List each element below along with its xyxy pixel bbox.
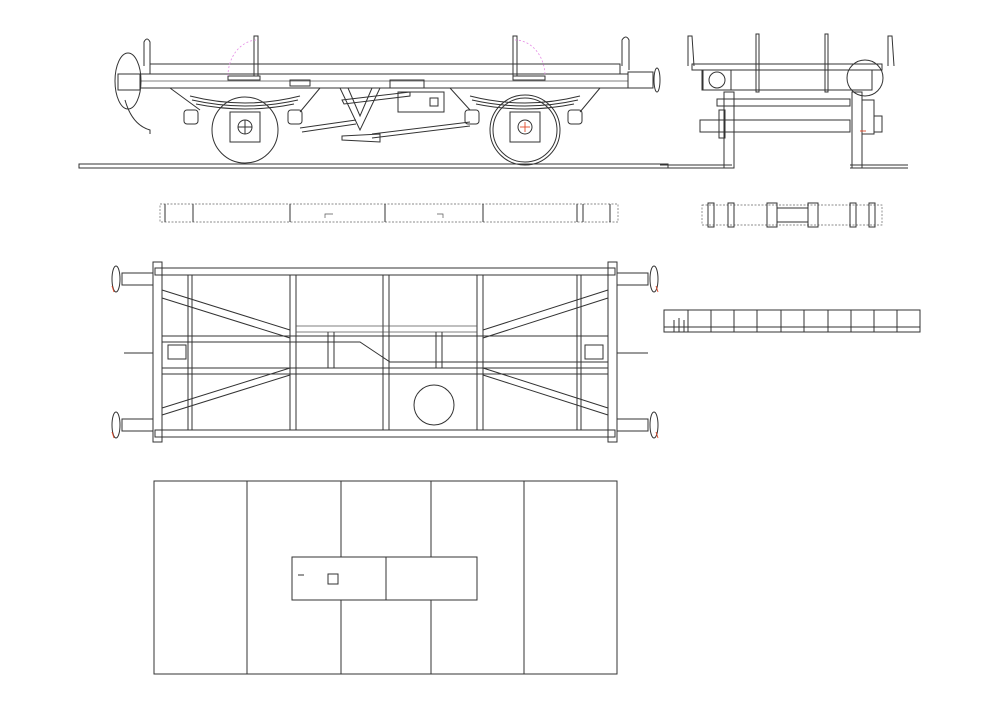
centre-members: [162, 335, 608, 375]
swing-arc-right: [514, 39, 546, 77]
buffer-plan-bottom-right: [616, 411, 659, 439]
brake-cylinder-plan: [413, 384, 455, 426]
strip-outline: [159, 203, 619, 223]
buffer-body-right: [627, 71, 654, 89]
wheel-end-right: [851, 91, 863, 169]
brake-rod: [296, 325, 477, 333]
scale-outline: [663, 309, 921, 333]
scale-bar: [663, 309, 921, 333]
brake-hangers: [327, 332, 443, 368]
crossmember-2: [382, 274, 390, 431]
end-strip-members: [707, 202, 876, 228]
solebar-top: [154, 267, 616, 276]
floor-outline: [153, 480, 618, 675]
stanchion-base-left: [227, 75, 261, 81]
step-left: [167, 344, 187, 360]
wheel-right: [489, 94, 561, 166]
spring-shoe: [567, 109, 583, 125]
swing-arc-left: [227, 39, 257, 77]
buffer-plan-bottom-left: [111, 411, 154, 439]
w-iron: [169, 87, 601, 113]
buffer-plan-top-left: [111, 265, 154, 293]
wheel-left: [211, 96, 279, 164]
strip-detail: [324, 213, 444, 218]
buffer-head-right: [653, 67, 661, 93]
end-buffer-circle: [846, 59, 884, 97]
end-stanchion-a: [687, 35, 695, 67]
scale-subdivisions: [673, 318, 685, 332]
strip-cross-members: [164, 204, 611, 222]
underframe-plan: [111, 261, 659, 443]
lamp-bracket: [289, 79, 311, 87]
axle-end-right: [517, 119, 533, 135]
side-strip-view: [159, 203, 619, 223]
end-stanchion-left: [143, 38, 151, 66]
side-elevation: [78, 35, 669, 169]
headstock: [701, 69, 873, 91]
rail: [78, 163, 669, 169]
end-stanchion-c: [755, 33, 760, 93]
diagonal-braces-right: [482, 289, 609, 416]
stanchion-base-right: [512, 75, 546, 81]
leaf-spring-right: [469, 95, 581, 110]
buffer-head-left: [114, 52, 142, 110]
end-stanchion-d: [824, 33, 829, 93]
end-strip-view: [701, 202, 883, 228]
floor-hatch: [291, 556, 478, 601]
axle-guard-line: [576, 274, 582, 431]
axlebox-end: [861, 99, 875, 135]
spring-shoe: [183, 109, 199, 125]
spring-shoe: [464, 109, 480, 125]
leaf-spring-left: [189, 95, 301, 110]
crossmember-3: [476, 274, 484, 431]
stanchion-left: [253, 35, 259, 77]
headstock-left: [152, 261, 163, 443]
axle-upper: [716, 98, 851, 107]
wheel-right-inner: [492, 97, 558, 163]
wheel-hub-left: [718, 109, 726, 139]
spring-shoe: [287, 109, 303, 125]
crossmember-1: [289, 274, 297, 431]
axle-lower: [699, 119, 851, 133]
end-stanchion-b: [887, 35, 895, 67]
end-elevation: [660, 33, 908, 169]
hatch-handle: [327, 573, 339, 585]
brake-cylinder-port: [429, 97, 439, 107]
end-strip-center: [776, 207, 809, 223]
solebar-bottom: [154, 429, 616, 438]
end-deck: [691, 63, 883, 71]
scale-divisions: [687, 310, 898, 332]
brake-lever: [341, 133, 381, 143]
end-strip-outline: [701, 204, 883, 226]
v-hanger: [339, 87, 381, 132]
buffer-face: [708, 71, 726, 89]
end-stanchion-right: [621, 36, 630, 70]
step-right: [584, 344, 604, 360]
plate: [389, 79, 425, 89]
floor-plan: [153, 480, 618, 675]
diagonal-braces-left: [161, 289, 291, 416]
buffer-plan-top-right: [616, 265, 659, 293]
deck: [149, 63, 621, 75]
brake-handle: [124, 99, 151, 134]
axlebox-cover: [873, 115, 883, 133]
buffer-body-left: [117, 73, 141, 91]
brake-lever-upper: [341, 91, 411, 105]
brake-cylinder: [397, 91, 445, 113]
buffer-plate: [702, 69, 732, 91]
brake-rods: [299, 119, 471, 139]
axle-guard-line: [187, 274, 193, 431]
headstock-right: [607, 261, 618, 443]
stanchion-right: [512, 35, 518, 77]
